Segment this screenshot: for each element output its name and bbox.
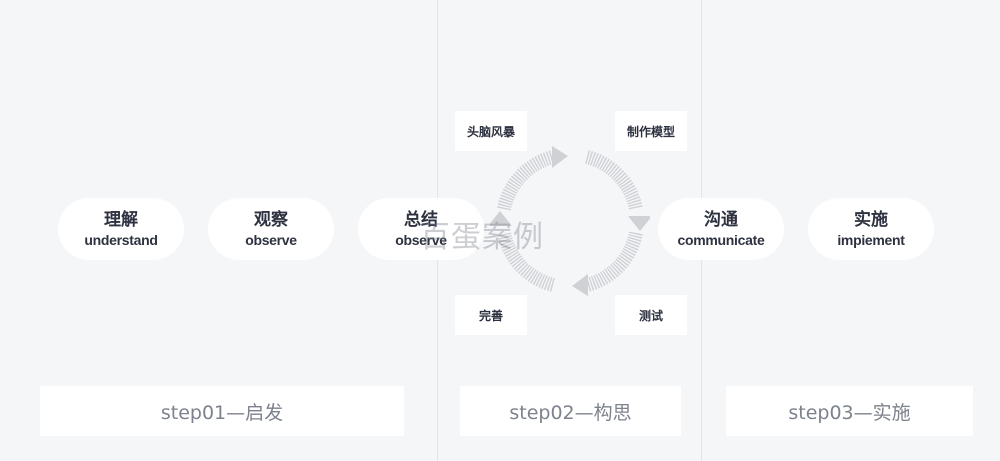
stage-label-en: communicate xyxy=(677,231,765,248)
stage-pill-communicate: 沟通 communicate xyxy=(658,198,784,260)
stage-label-en: observe xyxy=(245,231,297,248)
arrowhead-bottom xyxy=(572,274,588,296)
cycle-arc-top-left xyxy=(497,150,555,211)
cycle-tag-brainstorm: 头脑风暴 xyxy=(455,111,527,151)
stage-pill-observe: 观察 observe xyxy=(208,198,334,260)
cycle-arc-bottom-right xyxy=(585,231,643,292)
stage-label-zh: 观察 xyxy=(254,209,288,230)
stage-pill-understand: 理解 understand xyxy=(58,198,184,260)
cycle-tag-refine: 完善 xyxy=(455,295,527,335)
cycle-arc-top-right xyxy=(585,150,643,211)
cycle-tag-test: 测试 xyxy=(615,295,687,335)
arrowhead-left xyxy=(490,211,512,226)
stage-pill-implement: 实施 impiement xyxy=(808,198,934,260)
step-label-inspire: step01—启发 xyxy=(40,386,404,436)
cycle-arrows xyxy=(490,146,650,296)
stage-label-zh: 实施 xyxy=(854,209,888,230)
step-label-implement: step03—实施 xyxy=(726,386,973,436)
arrowhead-top xyxy=(552,146,568,168)
cycle-arc-bottom-left xyxy=(497,231,555,292)
step-label-ideate: step02—构思 xyxy=(460,386,681,436)
stage-label-zh: 理解 xyxy=(104,209,138,230)
cycle-tag-prototype: 制作模型 xyxy=(615,111,687,151)
watermark: 百蛋案例 xyxy=(420,220,544,255)
stage-label-en: understand xyxy=(84,231,158,248)
stage-label-zh: 沟通 xyxy=(704,209,738,230)
stage-label-en: impiement xyxy=(837,231,905,248)
stage-label-zh: 总结 xyxy=(404,209,438,230)
arrowhead-right xyxy=(628,216,650,231)
stage-pill-summarize: 总结 observe xyxy=(358,198,484,260)
stage-label-en: observe xyxy=(395,231,447,248)
